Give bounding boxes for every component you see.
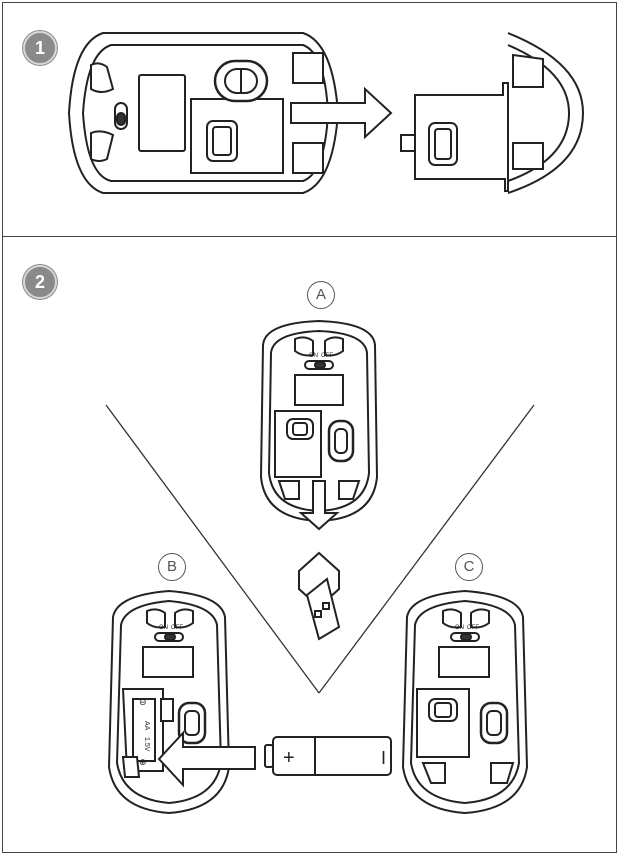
battery-label-type: AA bbox=[143, 721, 150, 731]
switch-label-c-off: OFF bbox=[467, 625, 479, 631]
switch-label-b-off: OFF bbox=[171, 625, 183, 631]
variant-b-label: B bbox=[158, 553, 186, 581]
arrow-left-icon bbox=[157, 730, 256, 788]
battery-minus-sign: I bbox=[381, 748, 386, 768]
aa-battery: + I bbox=[264, 736, 392, 776]
variant-a-label: A bbox=[307, 281, 335, 309]
arrow-right-icon bbox=[290, 86, 393, 140]
guide-lines bbox=[105, 404, 535, 694]
step-1-panel: 1 bbox=[2, 2, 617, 237]
step-1-badge: 1 bbox=[23, 31, 57, 65]
battery-label-voltage: 1.5V bbox=[143, 737, 150, 752]
switch-label-c-on: ON bbox=[455, 625, 464, 631]
battery-plus-sign: + bbox=[283, 747, 295, 769]
usb-receiver bbox=[298, 551, 341, 641]
battery-cover-detached bbox=[400, 32, 585, 194]
step-2-badge: 2 bbox=[23, 265, 57, 299]
switch-label-b-on: ON bbox=[159, 625, 168, 631]
battery-polarity-pos: ⊕ bbox=[139, 757, 147, 767]
mouse-c: ON OFF bbox=[401, 589, 529, 815]
battery-polarity-neg: ⊖ bbox=[139, 697, 147, 707]
mouse-bottom-horizontal bbox=[67, 32, 340, 194]
switch-label-a-on: ON bbox=[309, 353, 318, 359]
step-1-illustration bbox=[67, 32, 585, 194]
step-2-illustration: ON OFF bbox=[105, 319, 535, 815]
mouse-b: AA 1.5V ⊖ ⊕ ON OFF bbox=[107, 589, 231, 815]
variant-c-label: C bbox=[455, 553, 483, 581]
step-2-panel: 2 A B C ON OFF bbox=[2, 236, 617, 853]
arrow-down-icon bbox=[298, 480, 340, 531]
mouse-a: ON OFF bbox=[259, 319, 379, 523]
switch-label-a-off: OFF bbox=[321, 353, 333, 359]
